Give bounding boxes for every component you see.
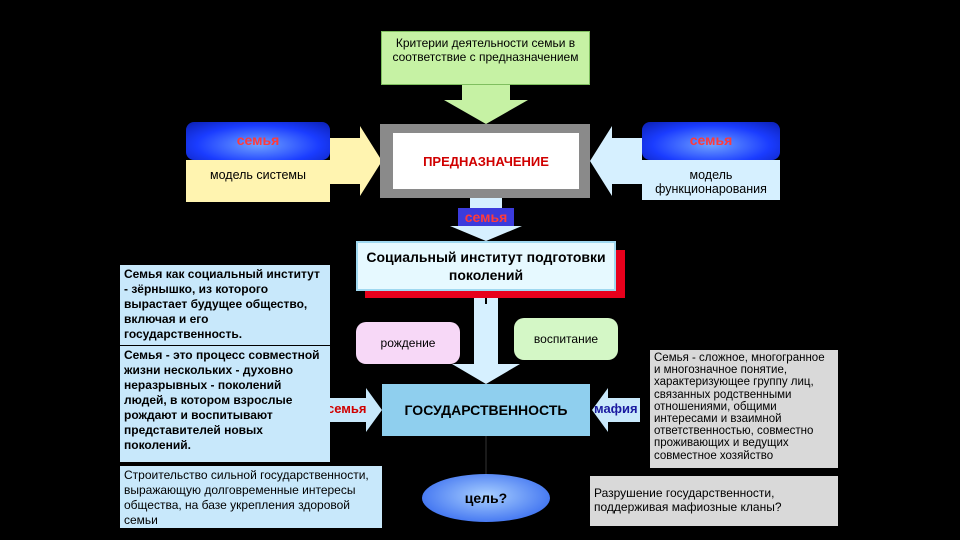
arrow-state-right (592, 388, 640, 432)
family-right-title: семья (642, 122, 780, 160)
upbringing-box: воспитание (514, 318, 618, 360)
state-left-label: семья (327, 401, 367, 416)
goal-ellipse: цель? (422, 474, 550, 522)
criteria-box: Критерии деятельности семьи в соответств… (381, 31, 590, 85)
arrow-social-down (452, 298, 520, 384)
right-note-1: Семья - сложное, многогранное и многозна… (650, 350, 838, 468)
family-right-card: семья модель функционарования (642, 122, 780, 200)
birth-box: рождение (356, 322, 460, 364)
family-mid-label: семья (458, 208, 514, 226)
family-left-title: семья (186, 122, 330, 160)
family-left-card: семья модель системы (186, 122, 330, 202)
family-right-subtitle: модель функционарования (642, 160, 780, 200)
family-left-subtitle: модель системы (186, 160, 330, 202)
right-note-2: Разрушение государственности, поддержива… (590, 476, 838, 526)
state-right-label: мафия (594, 401, 638, 416)
arrow-family-right (590, 126, 642, 196)
left-note-1: Семья как социальный институт - зёрнышко… (120, 265, 330, 345)
arrow-state-left (330, 388, 382, 432)
left-note-2: Семья - это процесс совместной жизни нес… (120, 346, 330, 462)
state-box: ГОСУДАРСТВЕННОСТЬ (382, 384, 590, 436)
left-note-3: Строительство сильной государственности,… (120, 466, 382, 528)
arrow-family-left (330, 126, 382, 196)
purpose-box: ПРЕДНАЗНАЧЕНИЕ (393, 133, 579, 189)
social-institute-box: Социальный институт подготовки поколений (356, 241, 616, 291)
arrow-criteria-down (444, 85, 528, 124)
